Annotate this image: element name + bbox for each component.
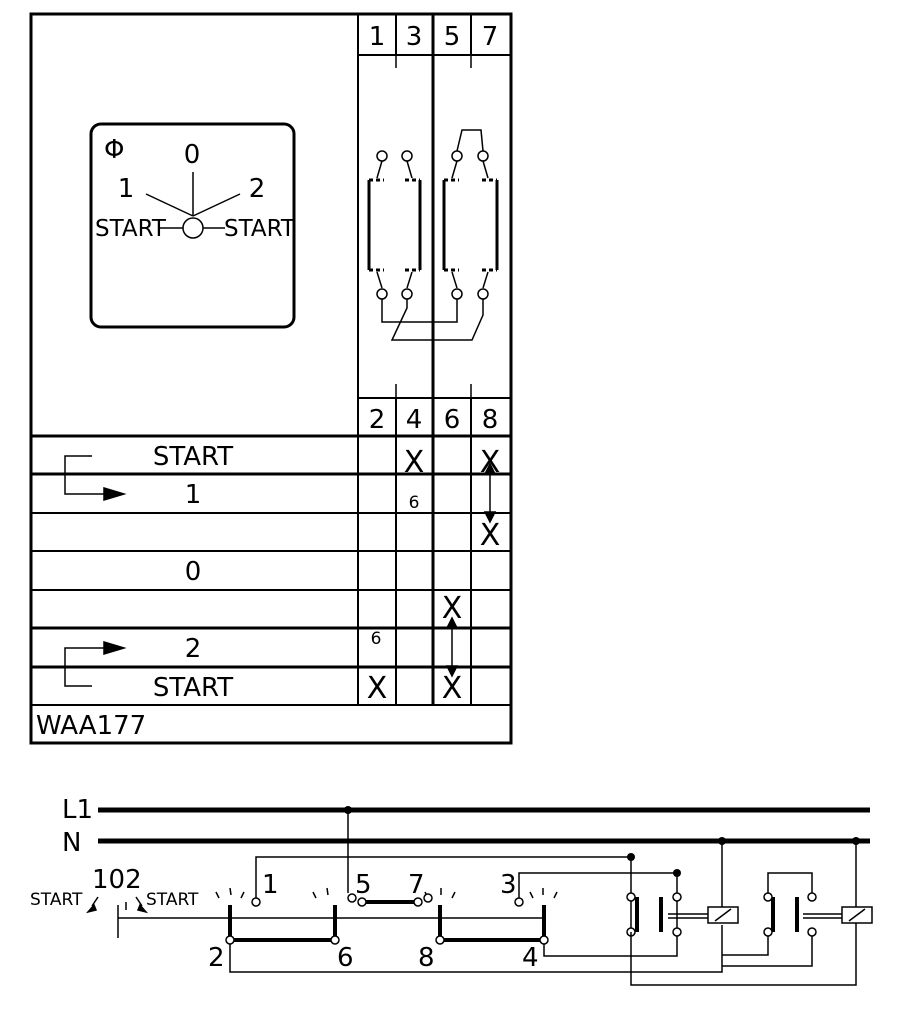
contact-note-upper: 6 bbox=[409, 493, 420, 513]
contact-note-lower: 6 bbox=[371, 629, 382, 649]
terminal-2-label: 2 bbox=[369, 405, 386, 435]
line-l1-label: L1 bbox=[62, 795, 93, 825]
terminal-1-label: 1 bbox=[369, 22, 386, 52]
contact-mark: X bbox=[442, 671, 463, 706]
contact-hold-arrows bbox=[445, 462, 497, 678]
contactor-1 bbox=[626, 841, 857, 986]
schematic-terminal-8: 8 bbox=[418, 943, 435, 973]
phi-symbol: Φ bbox=[104, 135, 124, 165]
position-1: 1 bbox=[185, 480, 202, 510]
schematic-terminal-6: 6 bbox=[337, 943, 354, 973]
wiring-schematic: L1 N 102 START START 1 5 7 3 2 6 8 4 bbox=[30, 795, 873, 986]
position-0: 0 bbox=[185, 557, 202, 587]
terminal-4-label: 4 bbox=[406, 405, 423, 435]
switch-start-left: START bbox=[30, 890, 83, 910]
contact-symbols bbox=[367, 129, 499, 341]
line-n-label: N bbox=[62, 828, 81, 858]
contactor-2 bbox=[722, 841, 873, 967]
terminal-8-label: 8 bbox=[482, 405, 499, 435]
contact-mark: X bbox=[367, 671, 388, 706]
dial-start-left: START bbox=[95, 216, 167, 242]
contact-mark: X bbox=[404, 445, 425, 480]
switching-table bbox=[29, 12, 513, 745]
terminal-6-label: 6 bbox=[444, 405, 461, 435]
model-number: WAA177 bbox=[36, 711, 146, 741]
switch-start-right: START bbox=[146, 890, 199, 910]
terminal-numbers-bottom: 2 4 6 8 bbox=[369, 405, 499, 435]
schematic-terminal-3: 3 bbox=[500, 870, 517, 900]
dial-position-0: 0 bbox=[184, 140, 201, 170]
contact-mark: X bbox=[480, 518, 501, 553]
schematic-terminal-5: 5 bbox=[355, 870, 372, 900]
schematic-terminal-1: 1 bbox=[262, 870, 279, 900]
schematic-terminal-2: 2 bbox=[208, 943, 225, 973]
contact-notes: 6 6 bbox=[371, 493, 420, 649]
schematic-terminal-7: 7 bbox=[408, 870, 425, 900]
terminal-5-label: 5 bbox=[444, 22, 461, 52]
position-start-2: START bbox=[153, 673, 233, 703]
position-labels: START 1 0 2 START bbox=[153, 442, 233, 703]
terminal-3-label: 3 bbox=[406, 22, 423, 52]
position-start-1: START bbox=[153, 442, 233, 472]
dial-start-right: START bbox=[224, 216, 296, 242]
contact-marks: X X X X X X bbox=[367, 445, 501, 706]
position-2: 2 bbox=[185, 634, 202, 664]
terminal-numbers-top: 1 3 5 7 bbox=[369, 22, 499, 52]
switch-positions-label: 102 bbox=[92, 865, 142, 895]
contact-mark: X bbox=[442, 591, 463, 626]
terminal-7-label: 7 bbox=[482, 22, 499, 52]
dial-position-1: 1 bbox=[118, 174, 135, 204]
spring-return-arrows bbox=[64, 455, 127, 687]
dial-position-2: 2 bbox=[249, 174, 266, 204]
schematic-terminal-4: 4 bbox=[522, 943, 539, 973]
selector-dial: Φ 0 1 2 START START bbox=[89, 122, 296, 329]
